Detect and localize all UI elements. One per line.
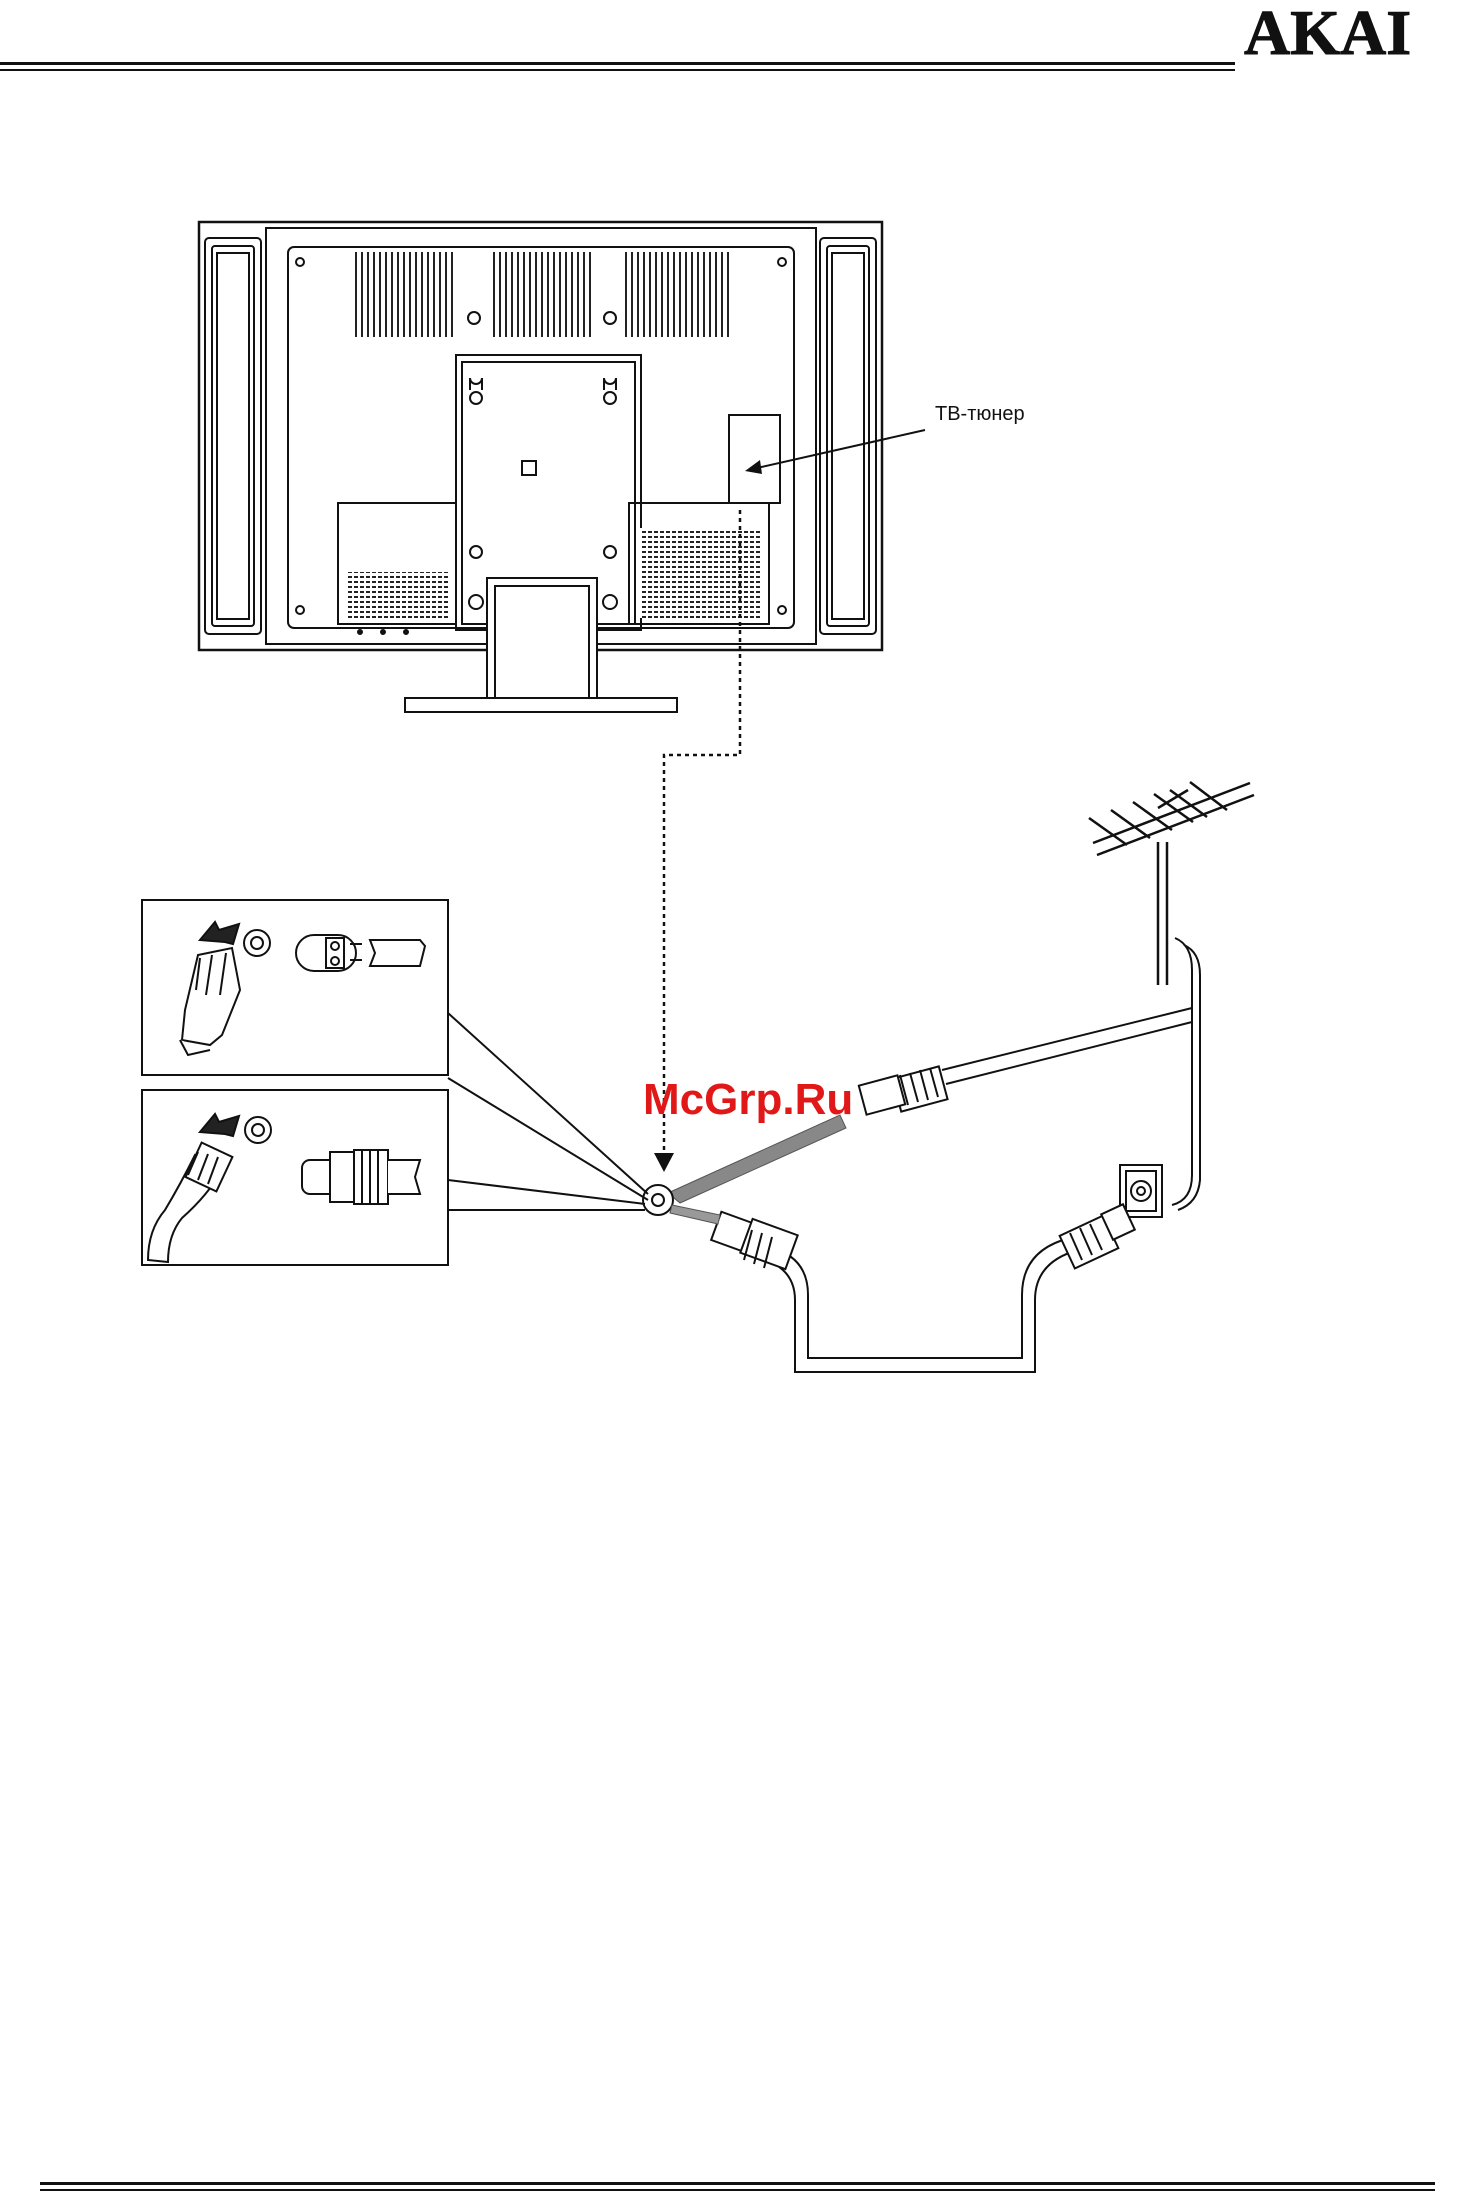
cable-pointer xyxy=(668,1115,846,1203)
antenna xyxy=(1089,782,1254,985)
coax-plug-left xyxy=(711,1212,798,1269)
tv-rear-view xyxy=(199,222,882,712)
coax-cable-main xyxy=(942,1008,1192,1084)
inset-round-connector xyxy=(142,1090,448,1265)
tv-tuner-label: ТВ-тюнер xyxy=(935,403,1025,426)
tv-tuner-box xyxy=(729,415,780,503)
inset-flat-connector xyxy=(142,900,448,1075)
coax-plug-main xyxy=(859,1066,948,1114)
watermark: McGrp.Ru xyxy=(643,1075,853,1125)
connection-arrowhead xyxy=(654,1153,674,1172)
footer-rule-bottom xyxy=(40,2189,1435,2191)
left-speaker xyxy=(205,238,261,634)
coax-cable-loop xyxy=(760,1238,1078,1372)
coax-plug-right xyxy=(1060,1204,1135,1268)
right-speaker xyxy=(820,238,876,634)
antenna-cable xyxy=(1172,938,1192,1205)
footer-rule-top xyxy=(40,2182,1435,2185)
inset-leader-lines xyxy=(448,1013,648,1210)
